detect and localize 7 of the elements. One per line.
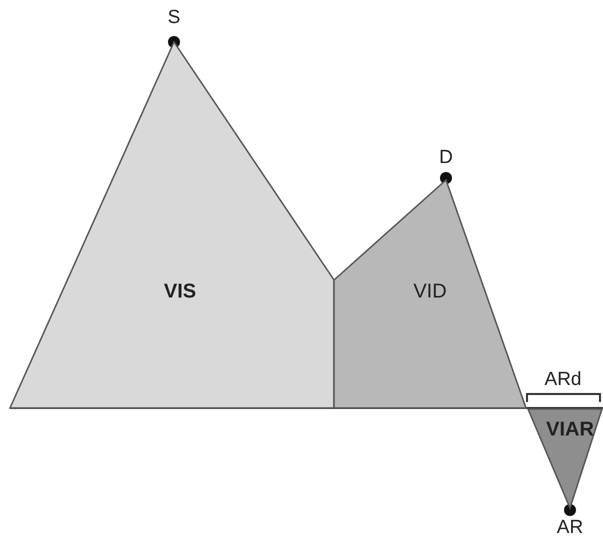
region-label: VIAR xyxy=(546,418,594,442)
region-label: VID xyxy=(413,280,447,304)
width-label: ARd xyxy=(544,369,582,391)
region-label: VIS xyxy=(164,280,196,304)
point-label: S xyxy=(168,7,180,29)
point-label: AR xyxy=(556,517,584,539)
point-label: D xyxy=(439,147,453,169)
